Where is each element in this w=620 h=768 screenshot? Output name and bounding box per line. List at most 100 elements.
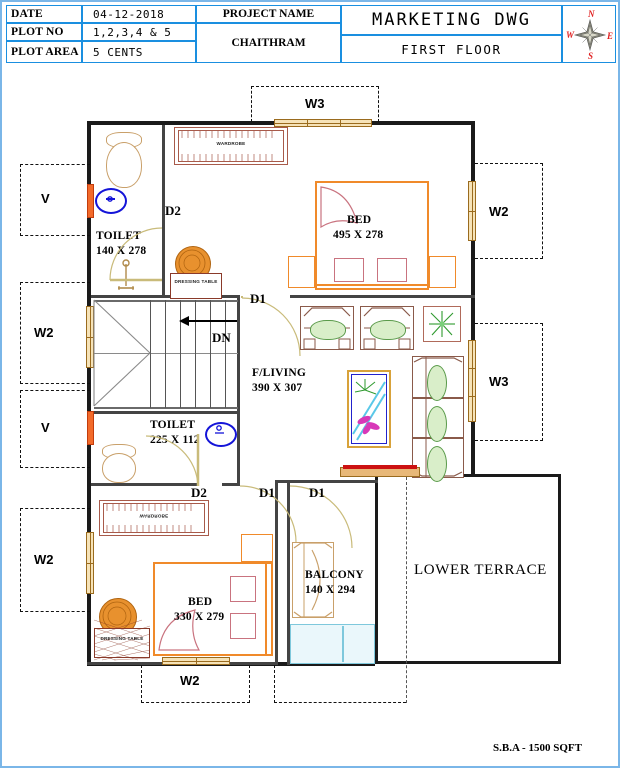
stair-wall-bottom — [91, 411, 240, 414]
door-swing-d1-bed-top — [241, 296, 301, 357]
door-swing-d1-bed-bottom — [239, 485, 297, 543]
vent-left-middle — [87, 411, 94, 445]
window-label-left-w2-lower: W2 — [34, 552, 54, 567]
stair-tread — [180, 300, 182, 408]
basin-tap-toilet2 — [215, 425, 224, 434]
room-dim-living: 390 X 307 — [252, 382, 303, 394]
window-label-bottom-w2: W2 — [180, 673, 200, 688]
stair-direction-label: DN — [212, 330, 231, 345]
tv-console-top-strip — [343, 465, 417, 469]
toilet1-wall-bottom — [91, 295, 165, 298]
wardrobe-bottom-inner — [103, 503, 205, 533]
terrace-wall-left — [375, 474, 378, 664]
room-label-bed-top: BED — [347, 214, 372, 226]
sofa-cushion-3 — [427, 446, 447, 482]
coffee-table-decor — [352, 379, 386, 441]
wardrobe-bottom-hatch — [106, 504, 192, 532]
dressing-table-top-label: DRESSING TABLE — [174, 279, 218, 284]
room-dim-toilet2: 225 X 112 — [150, 434, 200, 446]
plot-area-label: PLOT AREA — [6, 41, 82, 63]
floor-plan-canvas: W3 W2 W3 V W2 V W2 — [2, 68, 620, 768]
window-callout-left-w2-lower — [20, 508, 90, 612]
bed-top-nightstand-right — [429, 256, 456, 288]
date-value: 04-12-2018 — [82, 5, 196, 23]
room-dim-bed-bottom: 330 X 279 — [174, 611, 225, 623]
title-block: DATE 04-12-2018 PLOT NO 1,2,3,4 & 5 PLOT… — [6, 5, 616, 65]
bed-bottom-blanket-fold — [158, 609, 201, 651]
room-label-lower-terrace: LOWER TERRACE — [414, 562, 547, 578]
door-label-d1-bed-top: D1 — [250, 291, 266, 306]
bed-bottom-pillow-top — [230, 576, 256, 602]
balcony-chair — [292, 542, 334, 618]
balcony-chair-detail — [293, 542, 333, 618]
wc-bowl-toilet2 — [102, 453, 136, 483]
stair-tread — [210, 300, 212, 408]
room-dim-toilet1: 140 X 278 — [96, 245, 147, 257]
terrace-outline-dashed — [274, 665, 406, 703]
bed1-wall-bottom — [290, 295, 475, 298]
compass-south-label: S — [588, 51, 594, 61]
bed-top-pillow-right — [377, 258, 407, 282]
terrace-wall-top — [375, 474, 561, 477]
built-up-area-label: S.B.A - 1500 SQFT — [493, 742, 582, 754]
dressing-table-bottom-label: DRESSING TABLE — [100, 636, 144, 641]
toilet1-wall-right — [162, 125, 165, 297]
exterior-wall-right-upper — [471, 121, 475, 477]
door-label-d1-balcony: D1 — [309, 485, 325, 500]
drawing-title: MARKETING DWG — [341, 5, 562, 35]
wardrobe-bottom-label: WARDROBE — [139, 513, 169, 519]
bed-bottom-pillow-bottom — [230, 613, 256, 639]
room-label-balcony: BALCONY — [305, 569, 364, 581]
terrace-divider-dashed — [406, 477, 407, 703]
sofa-cushion-1 — [427, 365, 447, 401]
stair-wall-right — [237, 295, 240, 413]
vent-label-left-top: V — [41, 191, 50, 206]
compass-east-label: E — [607, 31, 614, 41]
shower-fixture-toilet1 — [118, 259, 134, 290]
stair-tread — [225, 300, 227, 408]
bed-bottom-nightstand — [241, 534, 273, 562]
bed-top-nightstand-left — [288, 256, 315, 288]
room-label-bed-bottom: BED — [188, 596, 213, 608]
vent-label-left-middle: V — [41, 420, 50, 435]
toilet2-wall-bottom — [91, 483, 198, 486]
armchair-right-cushion — [370, 320, 406, 340]
stair-landing-diagonals — [93, 299, 151, 407]
compass-north-label: N — [588, 9, 595, 19]
planter-foliage-icon — [429, 311, 455, 337]
stair-tread — [165, 300, 167, 408]
window-label-right-w3: W3 — [489, 374, 509, 389]
door-label-d1-bed-bottom: D1 — [259, 485, 275, 500]
exterior-wall-left — [87, 121, 91, 666]
plot-no-label: PLOT NO — [6, 23, 82, 41]
vent-left-top — [87, 184, 94, 218]
room-label-toilet2: TOILET — [150, 419, 196, 431]
window-callout-left-w2-upper — [20, 282, 90, 384]
room-dim-bed-top: 495 X 278 — [333, 229, 384, 241]
bed2-wall-top-right — [222, 483, 240, 486]
coffee-table-top — [351, 374, 387, 444]
door-swing-d2-toilet2 — [145, 434, 200, 487]
compass-west-label: W — [566, 30, 575, 40]
door-label-d2-toilet2: D2 — [191, 485, 207, 500]
balcony-wall-left — [287, 483, 290, 665]
terrace-wall-right — [558, 474, 561, 664]
sofa-cushion-2 — [427, 406, 447, 442]
wardrobe-top-hatch — [181, 131, 273, 161]
armchair-left-cushion — [310, 320, 346, 340]
plot-no-value: 1,2,3,4 & 5 — [82, 23, 196, 41]
toilet2-wall-right — [237, 414, 240, 486]
bed-top-footboard — [315, 284, 429, 290]
dressing-table-top — [170, 273, 222, 299]
wardrobe-top-label: WARDROBE — [216, 141, 246, 146]
room-label-living: F/LIVING — [252, 367, 306, 379]
window-callout-right-w3 — [475, 323, 543, 441]
vent-callout-left-top — [20, 164, 90, 236]
plot-area-value: 5 CENTS — [82, 41, 196, 63]
door-swing-d1-balcony — [289, 485, 353, 549]
terrace-wall-bottom — [375, 661, 561, 664]
door-label-d2-toilet1: D2 — [165, 203, 181, 218]
window-callout-top-w3 — [251, 86, 379, 122]
bed-top-blanket-fold — [320, 186, 358, 229]
